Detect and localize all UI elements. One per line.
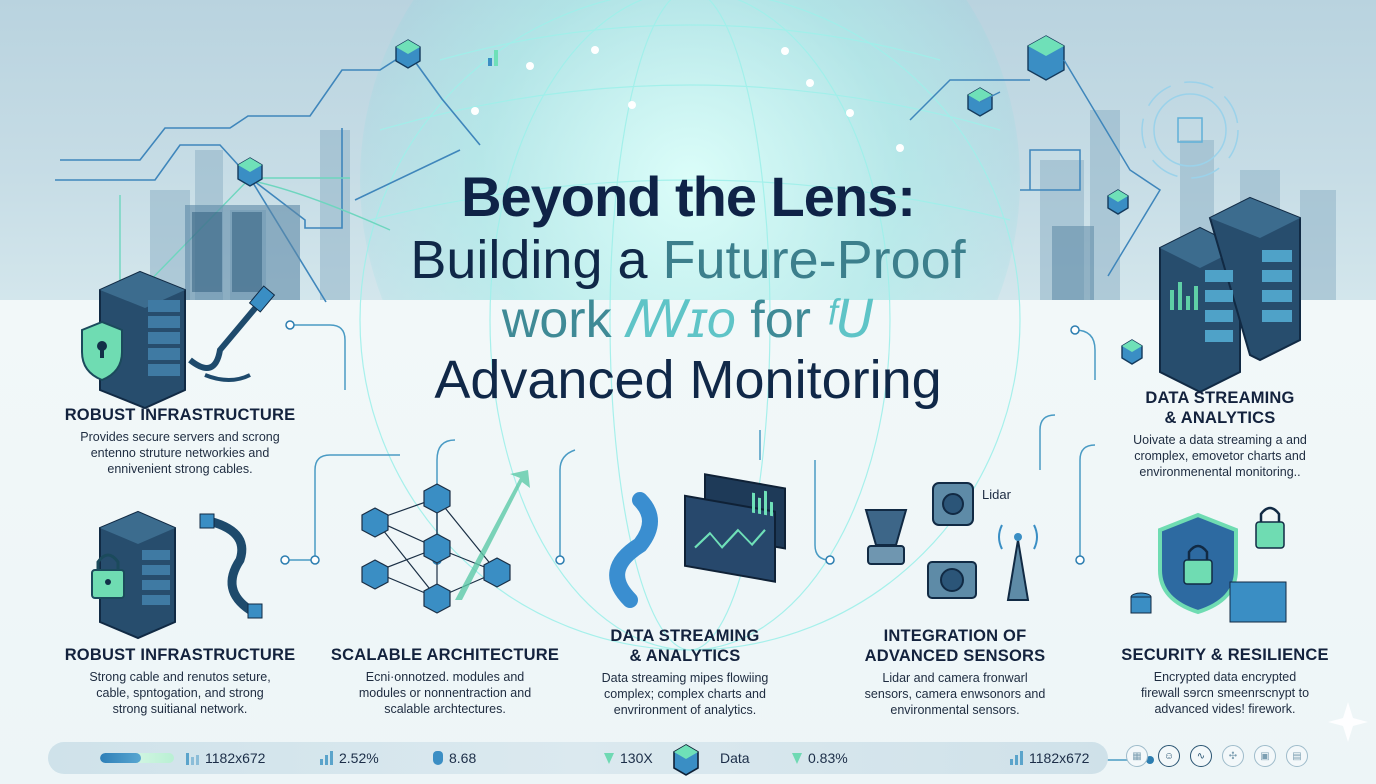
title-line-2: Building a Future-Proof <box>410 230 966 290</box>
tool-icon-row: ▦ ☺ ∿ ✣ ▣ ▤ <box>1126 745 1308 767</box>
title-line-1: Beyond the Lens: <box>461 165 916 228</box>
grid-icon[interactable]: ▦ <box>1126 745 1148 767</box>
section-security-resilience: SECURITY & RESILIENCE Encrypted data enc… <box>1121 646 1329 716</box>
bar-chart-icon <box>1010 751 1023 765</box>
section-advanced-sensors: INTEGRATION OF ADVANCED SENSORS Lidar an… <box>864 627 1046 717</box>
lidar-label: Lidar <box>982 487 1011 502</box>
section-robust-infrastructure-top: ROBUST INFRASTRUCTURE Provides secure se… <box>64 406 296 476</box>
title-line-4: Advanced Monitoring <box>434 350 942 410</box>
status-data: Data <box>720 750 750 766</box>
bar-chart-icon <box>320 751 333 765</box>
hexagon-icon <box>433 751 443 765</box>
status-percent-1: 2.52% <box>320 742 379 774</box>
progress-bar <box>100 753 174 763</box>
status-resolution-2: 1182x672 <box>1010 742 1089 774</box>
status-zoom: 130X <box>604 742 653 774</box>
section-robust-infrastructure-bottom: ROBUST INFRASTRUCTURE Strong cable and r… <box>64 646 296 716</box>
briefcase-icon[interactable]: ▣ <box>1254 745 1276 767</box>
section-data-streaming-top: DATA STREAMING & ANALYTICS Uoivate a dat… <box>1133 389 1307 479</box>
title-line-3: work ꟿɪᴏ for ᶠꓴ <box>501 291 875 349</box>
chart-icon[interactable]: ▤ <box>1286 745 1308 767</box>
waveform-icon[interactable]: ∿ <box>1190 745 1212 767</box>
status-bar: 1182x672 2.52% 8.68 130X Data 0.83% 1182… <box>48 742 1108 774</box>
status-percent-2: 0.83% <box>792 742 848 774</box>
status-resolution-1: 1182x672 <box>186 742 265 774</box>
triangle-down-icon <box>792 752 802 764</box>
bar-chart-icon <box>186 751 199 765</box>
users-icon[interactable]: ☺ <box>1158 745 1180 767</box>
triangle-down-icon <box>604 752 614 764</box>
section-data-streaming-bottom: DATA STREAMING & ANALYTICS Data streamin… <box>601 627 769 717</box>
status-value-1: 8.68 <box>433 742 476 774</box>
section-scalable-architecture: SCALABLE ARCHITECTURE Ecni·onnotzed. mod… <box>330 646 560 716</box>
headline: Beyond the Lens: Building a Future-Proof… <box>300 165 1076 411</box>
network-icon[interactable]: ✣ <box>1222 745 1244 767</box>
